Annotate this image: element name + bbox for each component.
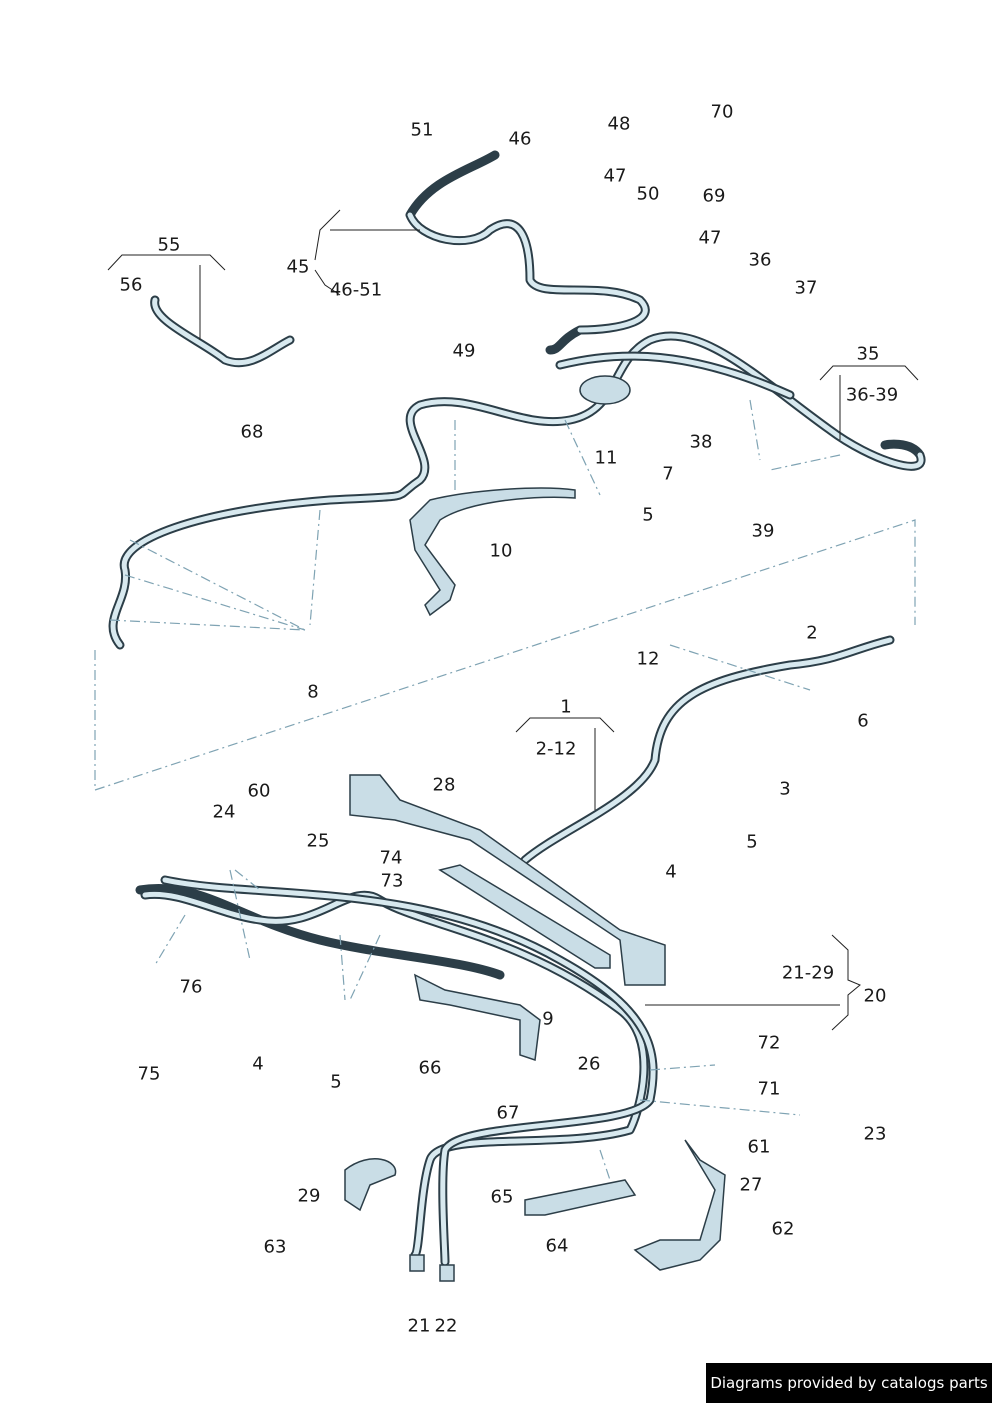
callout-label-3: 3 xyxy=(779,778,791,800)
callout-label-2-12: 2-12 xyxy=(535,738,577,760)
callout-label-66: 66 xyxy=(418,1057,442,1079)
callout-label-38: 38 xyxy=(689,431,713,453)
callout-label-56: 56 xyxy=(119,274,143,296)
callout-label-36: 36 xyxy=(748,249,772,271)
callout-label-8: 8 xyxy=(307,681,319,703)
callout-label-4b: 4 xyxy=(252,1053,264,1075)
callout-label-46-51: 46-51 xyxy=(329,279,383,301)
callout-label-11: 11 xyxy=(594,447,618,469)
callout-label-45: 45 xyxy=(286,256,310,278)
callout-label-23: 23 xyxy=(863,1123,887,1145)
callout-label-6: 6 xyxy=(857,710,869,732)
callout-label-24: 24 xyxy=(212,801,236,823)
callout-label-72: 72 xyxy=(757,1032,781,1054)
callout-label-37: 37 xyxy=(794,277,818,299)
callout-label-73: 73 xyxy=(380,870,404,892)
callout-label-9: 9 xyxy=(542,1008,554,1030)
callout-label-12: 12 xyxy=(636,648,660,670)
callout-label-67: 67 xyxy=(496,1102,520,1124)
callout-label-5a: 5 xyxy=(642,504,654,526)
callout-label-65: 65 xyxy=(490,1186,514,1208)
callout-label-76: 76 xyxy=(179,976,203,998)
callout-label-60: 60 xyxy=(247,780,271,802)
callout-label-36-39: 36-39 xyxy=(845,384,899,406)
callout-label-61: 61 xyxy=(747,1136,771,1158)
callout-label-21: 21 xyxy=(407,1315,431,1337)
callout-label-25: 25 xyxy=(306,830,330,852)
callout-label-71: 71 xyxy=(757,1078,781,1100)
callout-label-62: 62 xyxy=(771,1218,795,1240)
callout-label-5b: 5 xyxy=(746,831,758,853)
callout-label-35: 35 xyxy=(856,343,880,365)
lower-harness xyxy=(135,635,895,1282)
callout-label-69: 69 xyxy=(702,185,726,207)
callout-label-5c: 5 xyxy=(330,1071,342,1093)
callout-label-47a: 47 xyxy=(603,165,627,187)
callout-label-21-29: 21-29 xyxy=(781,962,835,984)
callout-label-1: 1 xyxy=(560,696,572,718)
callout-label-75: 75 xyxy=(137,1063,161,1085)
callout-label-26: 26 xyxy=(577,1053,601,1075)
callout-label-64: 64 xyxy=(545,1235,569,1257)
callout-label-22: 22 xyxy=(434,1315,458,1337)
callout-label-46a: 46 xyxy=(508,128,532,150)
callout-label-7: 7 xyxy=(662,463,674,485)
callout-label-27: 27 xyxy=(739,1174,763,1196)
upper-harness xyxy=(108,150,926,650)
callout-label-39: 39 xyxy=(751,520,775,542)
group-brackets xyxy=(107,209,919,1031)
callout-label-50: 50 xyxy=(636,183,660,205)
callout-label-2: 2 xyxy=(806,622,818,644)
callout-label-51: 51 xyxy=(410,119,434,141)
callout-label-47b: 47 xyxy=(698,227,722,249)
callout-label-10: 10 xyxy=(489,540,513,562)
callout-label-68: 68 xyxy=(240,421,264,443)
callout-label-28: 28 xyxy=(432,774,456,796)
callout-label-4a: 4 xyxy=(665,861,677,883)
callout-label-55: 55 xyxy=(157,234,181,256)
footer-credit: Diagrams provided by catalogs parts xyxy=(706,1363,992,1403)
callout-label-48: 48 xyxy=(607,113,631,135)
callout-label-63: 63 xyxy=(263,1236,287,1258)
callout-label-74: 74 xyxy=(379,847,403,869)
callout-label-29: 29 xyxy=(297,1185,321,1207)
callout-label-20: 20 xyxy=(863,985,887,1007)
callout-label-49: 49 xyxy=(452,340,476,362)
callout-label-70: 70 xyxy=(710,101,734,123)
assembly-leaders xyxy=(94,399,916,1181)
